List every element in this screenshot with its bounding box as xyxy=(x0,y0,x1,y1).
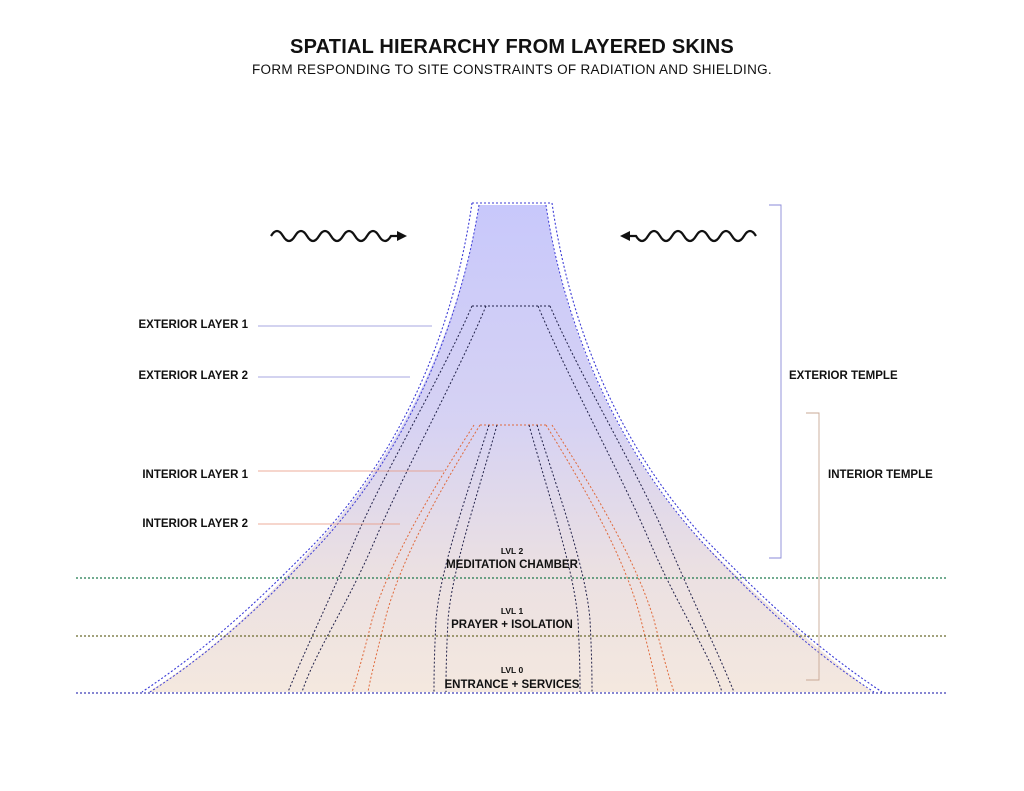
level-1-name: PRAYER + ISOLATION xyxy=(451,619,573,631)
label-interior-layer-2: INTERIOR LAYER 2 xyxy=(142,518,248,530)
diagram-subtitle: FORM RESPONDING TO SITE CONSTRAINTS OF R… xyxy=(252,62,772,77)
radiation-wave-left-icon xyxy=(270,229,407,243)
label-exterior-temple: EXTERIOR TEMPLE xyxy=(789,370,898,382)
label-interior-temple: INTERIOR TEMPLE xyxy=(828,469,933,481)
label-exterior-layer-1: EXTERIOR LAYER 1 xyxy=(138,319,249,331)
level-0-name: ENTRANCE + SERVICES xyxy=(444,679,580,691)
exterior-layer-1-inner-right xyxy=(545,204,875,693)
label-exterior-layer-2: EXTERIOR LAYER 2 xyxy=(138,370,249,382)
label-interior-layer-1: INTERIOR LAYER 1 xyxy=(142,469,248,481)
exterior-temple-bracket xyxy=(769,204,782,559)
interior-layer-2-inner xyxy=(445,424,581,693)
radiation-wave-right-icon xyxy=(620,229,757,243)
exterior-layer-2-outline xyxy=(287,305,735,693)
interior-layer-2-outline xyxy=(433,424,593,693)
interior-temple-bracket xyxy=(806,412,820,681)
exterior-layer-1-inner xyxy=(149,204,480,693)
interior-layer-1-outline xyxy=(367,424,659,693)
diagram-title: SPATIAL HIERARCHY FROM LAYERED SKINS xyxy=(290,36,734,58)
level-1-code: LVL 1 xyxy=(500,606,524,616)
level-0-code: LVL 0 xyxy=(500,665,524,675)
level-2-name: MEDITATION CHAMBER xyxy=(446,559,578,571)
exterior-layer-2-inner xyxy=(301,305,723,693)
level-2-code: LVL 2 xyxy=(500,546,524,556)
interior-layer-1-inner xyxy=(351,424,675,693)
tower-body-fill xyxy=(148,205,872,692)
